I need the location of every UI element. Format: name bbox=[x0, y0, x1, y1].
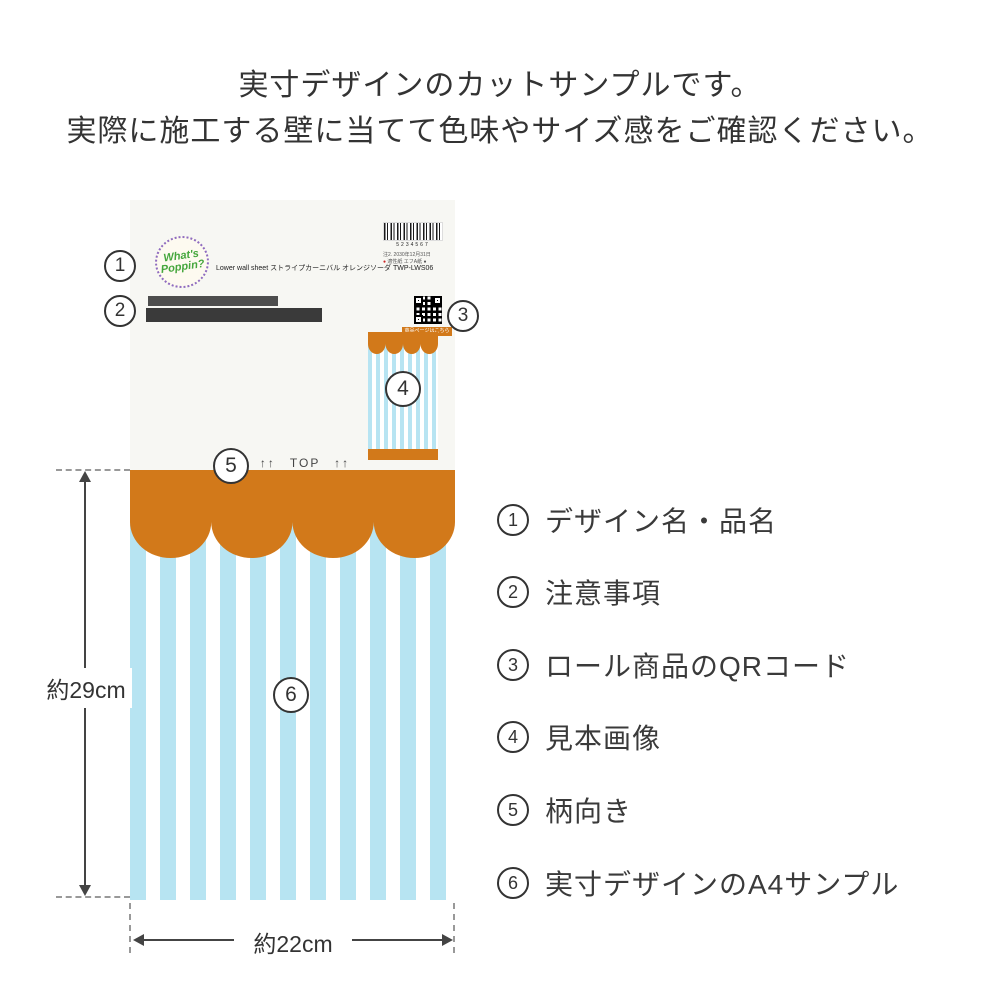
legend-item-1: 1 デザイン名・品名 bbox=[497, 503, 777, 537]
callout-1: 1 bbox=[104, 250, 136, 282]
qr-code-icon bbox=[414, 296, 442, 324]
callout-3: 3 bbox=[447, 300, 479, 332]
note-line-2: ● 適性紙 エフA紙 ● bbox=[383, 258, 468, 265]
thumbnail-bottom-band bbox=[368, 449, 438, 460]
legend-number-6: 6 bbox=[497, 867, 529, 899]
legend-label-3: ロール商品のQRコード bbox=[545, 651, 851, 682]
callout-4: 4 bbox=[385, 371, 421, 407]
brand-logo: What's Poppin? bbox=[151, 232, 213, 292]
width-measure-label: 約22cm bbox=[234, 922, 352, 962]
legend-number-4: 4 bbox=[497, 721, 529, 753]
legend-item-5: 5 柄向き bbox=[497, 793, 632, 827]
guide-line-left bbox=[129, 903, 131, 953]
callout-6: 6 bbox=[273, 677, 309, 713]
thumbnail-wave-icon bbox=[368, 332, 438, 354]
legend-item-2: 2 注意事項 bbox=[497, 575, 661, 609]
legend-item-3: 3 ロール商品のQRコード bbox=[497, 648, 850, 682]
legend-label-5: 柄向き bbox=[545, 796, 633, 827]
barcode bbox=[383, 222, 443, 241]
red-bullet: ● bbox=[383, 259, 387, 265]
arrow-right-icon bbox=[442, 934, 453, 946]
barcode-number: 5234567 bbox=[396, 242, 430, 248]
note-line-1: 注2. 2030年12月31日 bbox=[383, 252, 431, 258]
qr-caption: 商品ページはこちら bbox=[402, 327, 452, 336]
arrow-down-icon bbox=[79, 885, 91, 896]
guide-line-bottom bbox=[56, 896, 130, 898]
legend-label-2: 注意事項 bbox=[545, 578, 662, 609]
product-name: Lower wall sheet ストライプカーニバル オレンジソーダ TWP-… bbox=[216, 265, 434, 272]
legend-label-1: デザイン名・品名 bbox=[545, 506, 778, 537]
legend-number-5: 5 bbox=[497, 794, 529, 826]
sample-sheet: What's Poppin? Lower wall sheet ストライプカーニ… bbox=[130, 200, 455, 900]
qr-finder-icon bbox=[414, 296, 423, 305]
orange-wave-icon bbox=[130, 470, 455, 559]
header-line-2: 実際に施工する壁に当てて色味やサイズ感をご確認ください。 bbox=[66, 115, 934, 148]
header-line-1: 実寸デザインのカットサンプルです。 bbox=[238, 69, 762, 102]
legend-number-2: 2 bbox=[497, 576, 529, 608]
arrow-up-icon bbox=[79, 471, 91, 482]
guide-line-right bbox=[453, 903, 455, 953]
legend-number-1: 1 bbox=[497, 504, 529, 536]
legend-item-4: 4 見本画像 bbox=[497, 720, 661, 754]
callout-2: 2 bbox=[104, 295, 136, 327]
notice-bar-1 bbox=[148, 296, 278, 306]
arrow-left-icon bbox=[133, 934, 144, 946]
legend-item-6: 6 実寸デザインのA4サンプル bbox=[497, 866, 899, 900]
legend-number-3: 3 bbox=[497, 649, 529, 681]
qr-finder-icon bbox=[433, 296, 442, 305]
notice-bar-2 bbox=[146, 308, 322, 322]
legend-label-4: 見本画像 bbox=[545, 723, 662, 754]
callout-5: 5 bbox=[213, 448, 249, 484]
top-direction-marker: ↑↑ TOP ↑↑ bbox=[259, 456, 351, 470]
legend-label-6: 実寸デザインのA4サンプル bbox=[545, 869, 900, 900]
qr-finder-icon bbox=[414, 315, 423, 324]
note-line-2-text: 適性紙 エフA紙 ● bbox=[387, 259, 427, 265]
height-measure-label: 約29cm bbox=[40, 668, 132, 708]
guide-line-top bbox=[56, 469, 130, 471]
